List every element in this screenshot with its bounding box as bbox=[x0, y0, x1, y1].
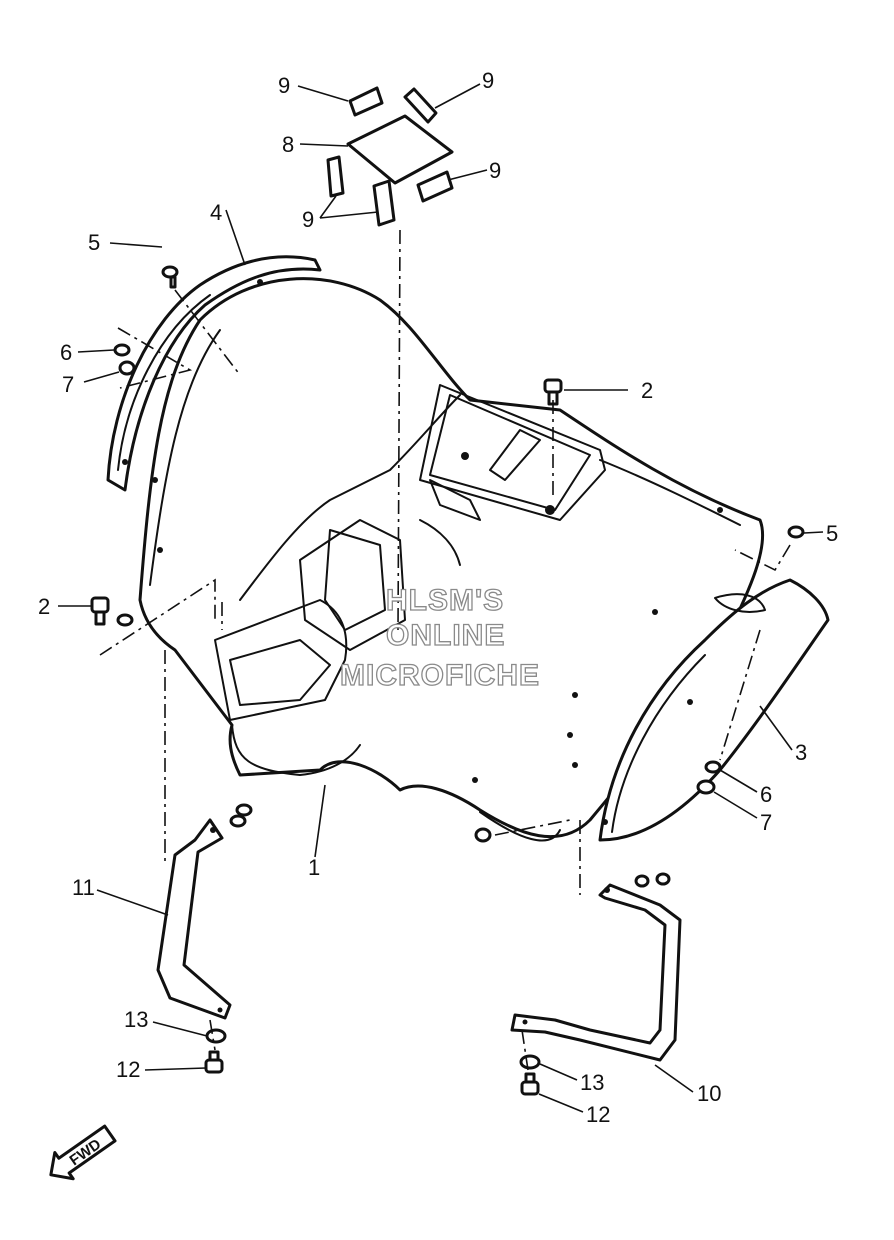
callout-5: 5 bbox=[88, 230, 100, 255]
callout-12: 12 bbox=[586, 1102, 610, 1127]
callout-13: 13 bbox=[580, 1070, 604, 1095]
callout-1: 1 bbox=[308, 855, 320, 880]
callout-6: 6 bbox=[760, 782, 772, 807]
watermark-line-2: ONLINE bbox=[386, 619, 505, 652]
watermark-line-1: HLSM'S bbox=[386, 584, 504, 617]
assembly-lines bbox=[99, 229, 791, 1071]
fasteners bbox=[90, 265, 805, 1096]
callout-9: 9 bbox=[302, 207, 314, 232]
callout-12: 12 bbox=[116, 1057, 140, 1082]
part-1-rear-fender bbox=[138, 277, 765, 842]
callout-2: 2 bbox=[38, 594, 50, 619]
callout-2: 2 bbox=[641, 378, 653, 403]
callout-8: 8 bbox=[282, 132, 294, 157]
fwd-arrow-icon bbox=[49, 1124, 117, 1181]
leader-lines bbox=[58, 83, 824, 1113]
watermark: HLSM'S ONLINE MICROFICHE bbox=[339, 583, 540, 692]
part-4-left-flap bbox=[106, 255, 322, 492]
callout-7: 7 bbox=[62, 372, 74, 397]
part-10-right-bracket bbox=[510, 883, 682, 1062]
part-8-plate bbox=[346, 114, 454, 185]
callout-13: 13 bbox=[124, 1007, 148, 1032]
callout-10: 10 bbox=[697, 1081, 721, 1106]
part-9-reflectors bbox=[326, 86, 454, 227]
fwd-direction-badge: FWD bbox=[49, 1124, 117, 1181]
callout-6: 6 bbox=[60, 340, 72, 365]
callout-5: 5 bbox=[826, 521, 838, 546]
watermark-line-3: MICROFICHE bbox=[340, 659, 540, 692]
callout-9: 9 bbox=[489, 158, 501, 183]
callout-11: 11 bbox=[72, 875, 95, 900]
callout-7: 7 bbox=[760, 810, 772, 835]
part-11-left-bracket bbox=[156, 818, 232, 1020]
callout-3: 3 bbox=[795, 740, 807, 765]
callout-9: 9 bbox=[482, 68, 494, 93]
callouts: 9 9 8 9 9 4 5 6 7 2 2 5 3 6 7 1 11 10 13… bbox=[38, 68, 838, 1127]
callout-4: 4 bbox=[210, 200, 222, 225]
callout-9: 9 bbox=[278, 73, 290, 98]
